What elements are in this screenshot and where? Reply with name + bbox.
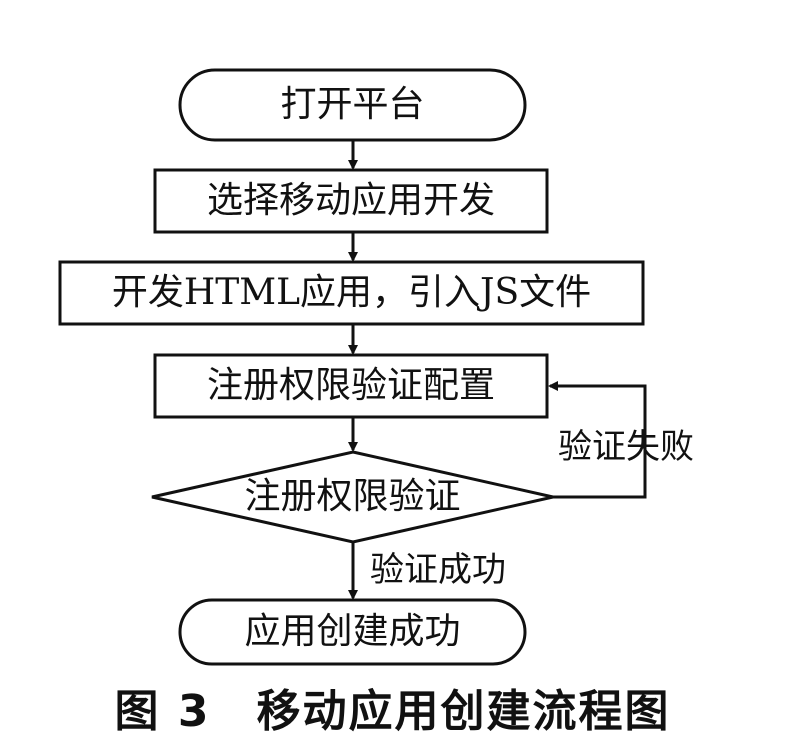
node-develop-label: 开发HTML应用，引入JS文件 bbox=[111, 272, 592, 313]
node-end-shape bbox=[178, 598, 527, 666]
node-config-label: 注册权限验证配置 bbox=[206, 365, 495, 406]
edge-label-verify-success: 验证成功 bbox=[370, 550, 506, 590]
node-start-label: 打开平台 bbox=[280, 84, 425, 125]
node-verify-label: 注册权限验证 bbox=[244, 476, 461, 517]
edge-label-verify-failure: 验证失败 bbox=[558, 427, 694, 467]
figure-caption: 图 3 移动应用创建流程图 bbox=[114, 686, 671, 737]
edge-verify-to-config-loop bbox=[548, 381, 647, 499]
node-config-shape bbox=[153, 353, 549, 419]
node-select-label: 选择移动应用开发 bbox=[206, 180, 495, 221]
node-select-shape bbox=[153, 168, 549, 234]
node-end-label: 应用创建成功 bbox=[244, 611, 461, 652]
node-develop-shape bbox=[58, 260, 645, 326]
